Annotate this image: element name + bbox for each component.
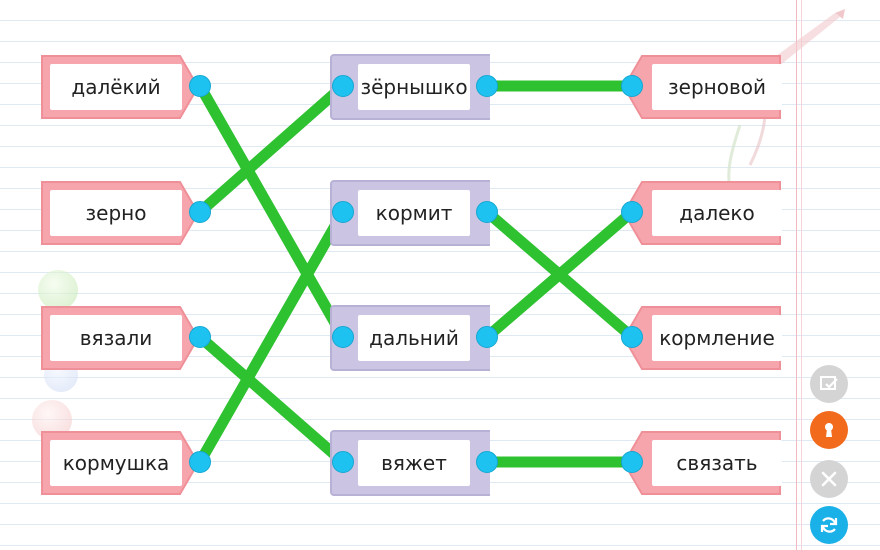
margin-line (796, 0, 797, 550)
connector-dot-left-1[interactable] (189, 75, 211, 97)
word-label: кормушка (50, 440, 182, 486)
word-label: зёрнышко (358, 64, 470, 110)
connection-line-left-4 (194, 206, 349, 468)
close-icon (821, 471, 837, 487)
word-label: кормит (358, 190, 470, 236)
decorative-circle-green (38, 270, 78, 310)
connection-line-left-2 (194, 80, 349, 218)
connector-dot-middle-in-4[interactable] (332, 451, 354, 473)
connector-dot-right-1[interactable] (621, 75, 643, 97)
word-card-middle-4[interactable]: вяжет (330, 430, 490, 496)
connection-line-left-1 (194, 80, 349, 343)
word-label: далёкий (50, 64, 182, 110)
refresh-icon (820, 517, 838, 533)
check-task-icon (820, 376, 838, 390)
connector-dot-left-3[interactable] (189, 326, 211, 348)
connector-dot-middle-out-1[interactable] (476, 75, 498, 97)
connector-dot-middle-in-2[interactable] (332, 201, 354, 223)
word-card-right-3[interactable]: кормление (622, 305, 782, 371)
connector-dot-right-4[interactable] (621, 451, 643, 473)
word-card-right-1[interactable]: зерновой (622, 54, 782, 120)
word-card-right-2[interactable]: далеко (622, 180, 782, 246)
word-label: вяжет (358, 440, 470, 486)
connector-dot-middle-out-3[interactable] (476, 326, 498, 348)
word-card-left-2[interactable]: зерно (40, 180, 200, 246)
word-label: дальний (358, 315, 470, 361)
connector-dot-left-2[interactable] (189, 201, 211, 223)
word-card-middle-3[interactable]: дальний (330, 305, 490, 371)
connection-line-right-3 (481, 206, 638, 343)
connector-dot-right-2[interactable] (621, 201, 643, 223)
word-card-right-4[interactable]: связать (622, 430, 782, 496)
hint-button[interactable] (810, 411, 848, 449)
connector-dot-middle-out-2[interactable] (476, 201, 498, 223)
word-card-middle-2[interactable]: кормит (330, 180, 490, 246)
connector-dot-middle-in-1[interactable] (332, 75, 354, 97)
word-label: связать (652, 440, 782, 486)
connector-dot-middle-in-3[interactable] (332, 326, 354, 348)
word-card-left-4[interactable]: кормушка (40, 430, 200, 496)
close-button[interactable] (810, 460, 848, 498)
word-card-middle-1[interactable]: зёрнышко (330, 54, 490, 120)
connector-dot-left-4[interactable] (189, 451, 211, 473)
word-label: кормление (652, 315, 782, 361)
connector-dot-right-3[interactable] (621, 326, 643, 348)
word-label: зерновой (652, 64, 782, 110)
connector-dot-middle-out-4[interactable] (476, 451, 498, 473)
refresh-button[interactable] (810, 506, 848, 544)
keyhole-icon (825, 423, 833, 437)
word-label: далеко (652, 190, 782, 236)
word-card-left-3[interactable]: вязали (40, 305, 200, 371)
connection-line-left-3 (194, 331, 349, 468)
word-card-left-1[interactable]: далёкий (40, 54, 200, 120)
margin-line-secondary (801, 0, 802, 550)
word-label: зерно (50, 190, 182, 236)
check-task-button[interactable] (810, 365, 848, 403)
word-label: вязали (50, 315, 182, 361)
